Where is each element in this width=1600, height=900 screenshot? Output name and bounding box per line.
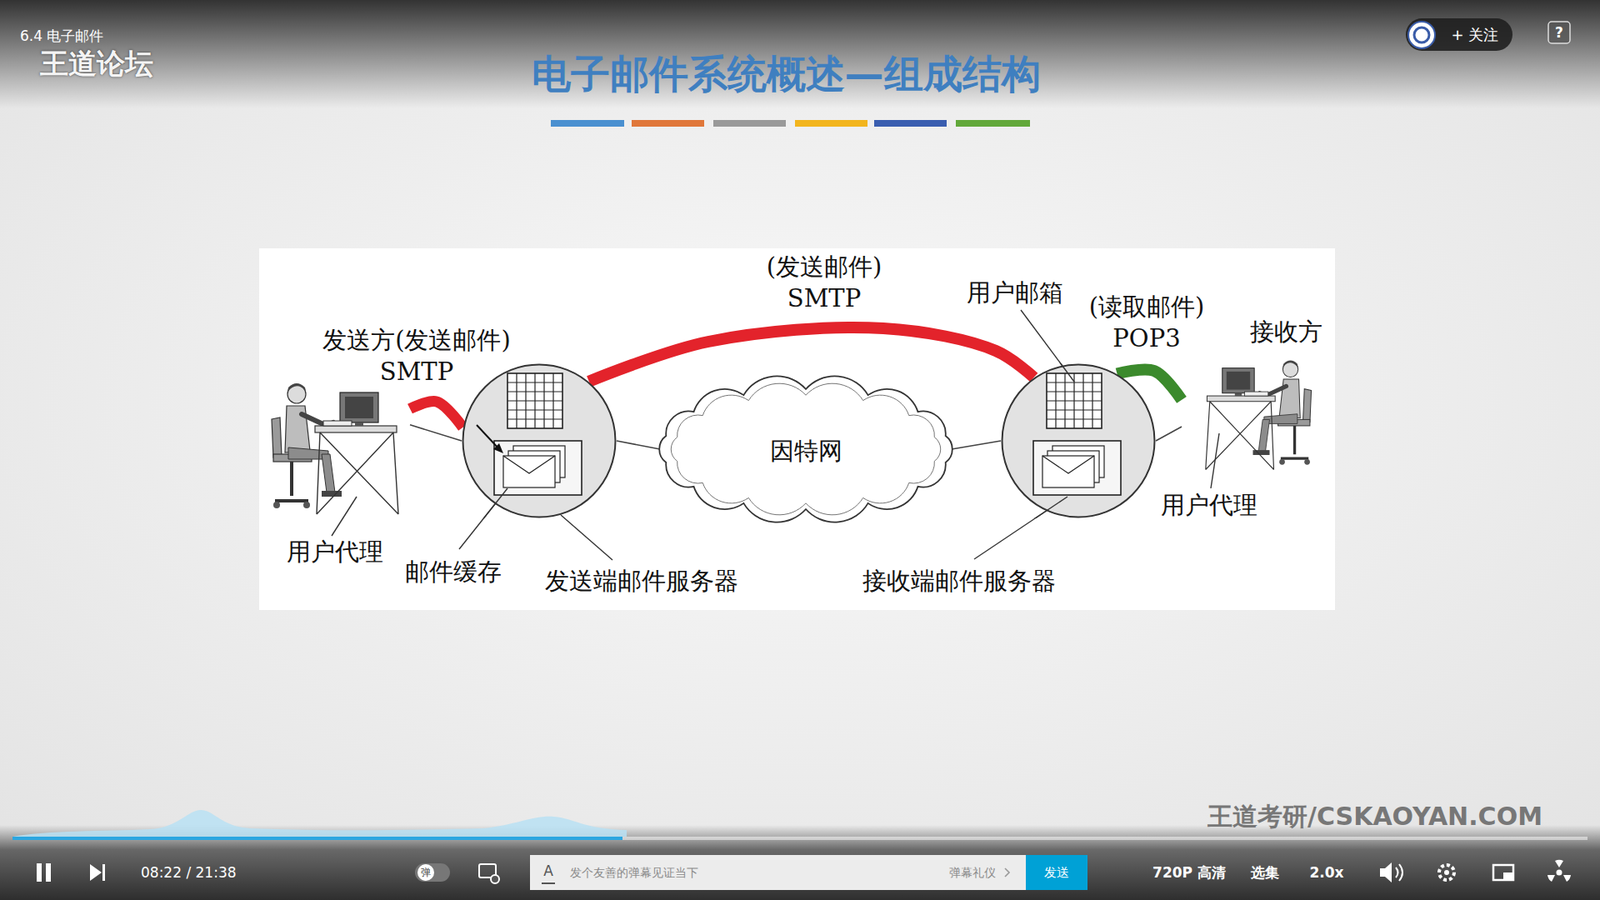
pause-icon: [45, 863, 51, 882]
part-label: 邮件缓存: [405, 560, 502, 585]
slide-title: 电子邮件系统概述—组成结构: [531, 54, 1041, 94]
color-bar: [955, 120, 1030, 127]
protocol-label: 发送方(发送邮件) SMTP: [280, 325, 553, 388]
node-label: 发送端邮件服务器: [545, 569, 739, 594]
mail-server: 接收端邮件服务器: [1000, 363, 1156, 519]
node-label: 因特网: [770, 439, 843, 464]
mail-server: 发送端邮件服务器: [461, 363, 617, 519]
server-outline: [1000, 363, 1156, 519]
send-text: 发送: [1044, 866, 1070, 880]
mailbox-and-cache: [974, 310, 1121, 560]
node-label: 接收方: [1250, 320, 1323, 345]
time-display: 08:22 / 21:38: [140, 865, 237, 880]
internet-cloud: 因特网: [655, 372, 956, 526]
progress-track: [12, 836, 1588, 840]
volume-waves: [1395, 864, 1403, 881]
color-bar: [795, 120, 868, 127]
send-button: [1025, 855, 1088, 890]
font-icon-underline: [541, 882, 555, 885]
pip-icon: [1493, 865, 1514, 880]
cloud-shape: [659, 375, 953, 522]
leader-line: [331, 496, 357, 536]
video-title: 6.4 电子邮件: [20, 29, 104, 44]
user-agent: 用户代理: [268, 370, 410, 517]
settings-gear: [1444, 870, 1450, 875]
follow-text: + 关注: [1451, 27, 1500, 43]
settings-gear: [1439, 865, 1455, 880]
mailbox-and-cache: [459, 373, 582, 550]
watermark: 王道论坛: [40, 49, 154, 78]
font-icon: A: [543, 864, 554, 879]
chevron-icon: [1005, 868, 1010, 877]
volume-icon: [1380, 862, 1392, 883]
leader-line: [1210, 433, 1220, 489]
protocol-label: (发送邮件) SMTP: [725, 251, 925, 315]
smtp-link: [410, 401, 463, 428]
help-mark: ?: [1555, 25, 1564, 40]
danmaku-toggle-text: 弹: [420, 867, 431, 878]
smtp-link: [589, 327, 1035, 382]
heat-wave: [12, 810, 627, 837]
diagram-panel: [259, 248, 1335, 610]
danmaku-knob: [417, 864, 435, 881]
leader-line: [560, 515, 613, 560]
fullscreen-icon: [1547, 860, 1571, 882]
episodes-button: 选集: [1250, 865, 1280, 880]
follow-button: [1405, 18, 1513, 51]
quality-button: 720P 高清: [1152, 865, 1226, 880]
server-outline: [461, 363, 617, 519]
sender-figure: [271, 383, 399, 515]
protocol-label: (读取邮件) POP3: [1050, 291, 1244, 355]
progress-played: [12, 836, 623, 840]
follow-pill: [1405, 18, 1513, 51]
node-label: 用户代理: [1160, 493, 1258, 518]
pip-icon: [1503, 872, 1514, 880]
color-bar: [631, 120, 705, 127]
node-label: 接收端邮件服务器: [862, 569, 1056, 594]
color-bar: [550, 120, 625, 127]
etiquette-link: 弹幕礼仪: [949, 866, 996, 879]
danmaku-toggle: [415, 863, 450, 882]
channel-avatar-mark: [1414, 27, 1430, 43]
color-bar: [874, 120, 947, 127]
danmaku-settings-icon: [490, 875, 500, 884]
next-icon: [102, 864, 105, 881]
color-bar: [713, 120, 786, 127]
watermark: 王道考研/CSKAOYAN.COM: [1207, 804, 1543, 830]
network-line: [1155, 426, 1182, 441]
next-icon: [90, 864, 102, 881]
network-line: [410, 425, 462, 441]
channel-avatar: [1408, 21, 1435, 49]
control-icons: [36, 855, 1571, 890]
pause-icon: [36, 863, 42, 882]
receiver-figure: [1205, 360, 1312, 470]
user-agent: 接收方用户代理: [1181, 350, 1329, 472]
input-placeholder: 发个友善的弹幕见证当下: [570, 866, 699, 879]
node-label: 用户代理: [286, 540, 384, 565]
speed-button: 2.0x: [1309, 865, 1344, 880]
network-line: [616, 440, 660, 450]
network-line: [951, 440, 1001, 450]
part-label: 用户邮箱: [966, 280, 1064, 305]
title-color-bars: [550, 120, 1030, 127]
top-shade: [0, 0, 1600, 109]
fullscreen-icon: [1556, 870, 1563, 876]
cloud-inner-outline: [670, 383, 940, 515]
danmaku-input: [530, 855, 1027, 890]
help-icon: [1548, 21, 1570, 44]
